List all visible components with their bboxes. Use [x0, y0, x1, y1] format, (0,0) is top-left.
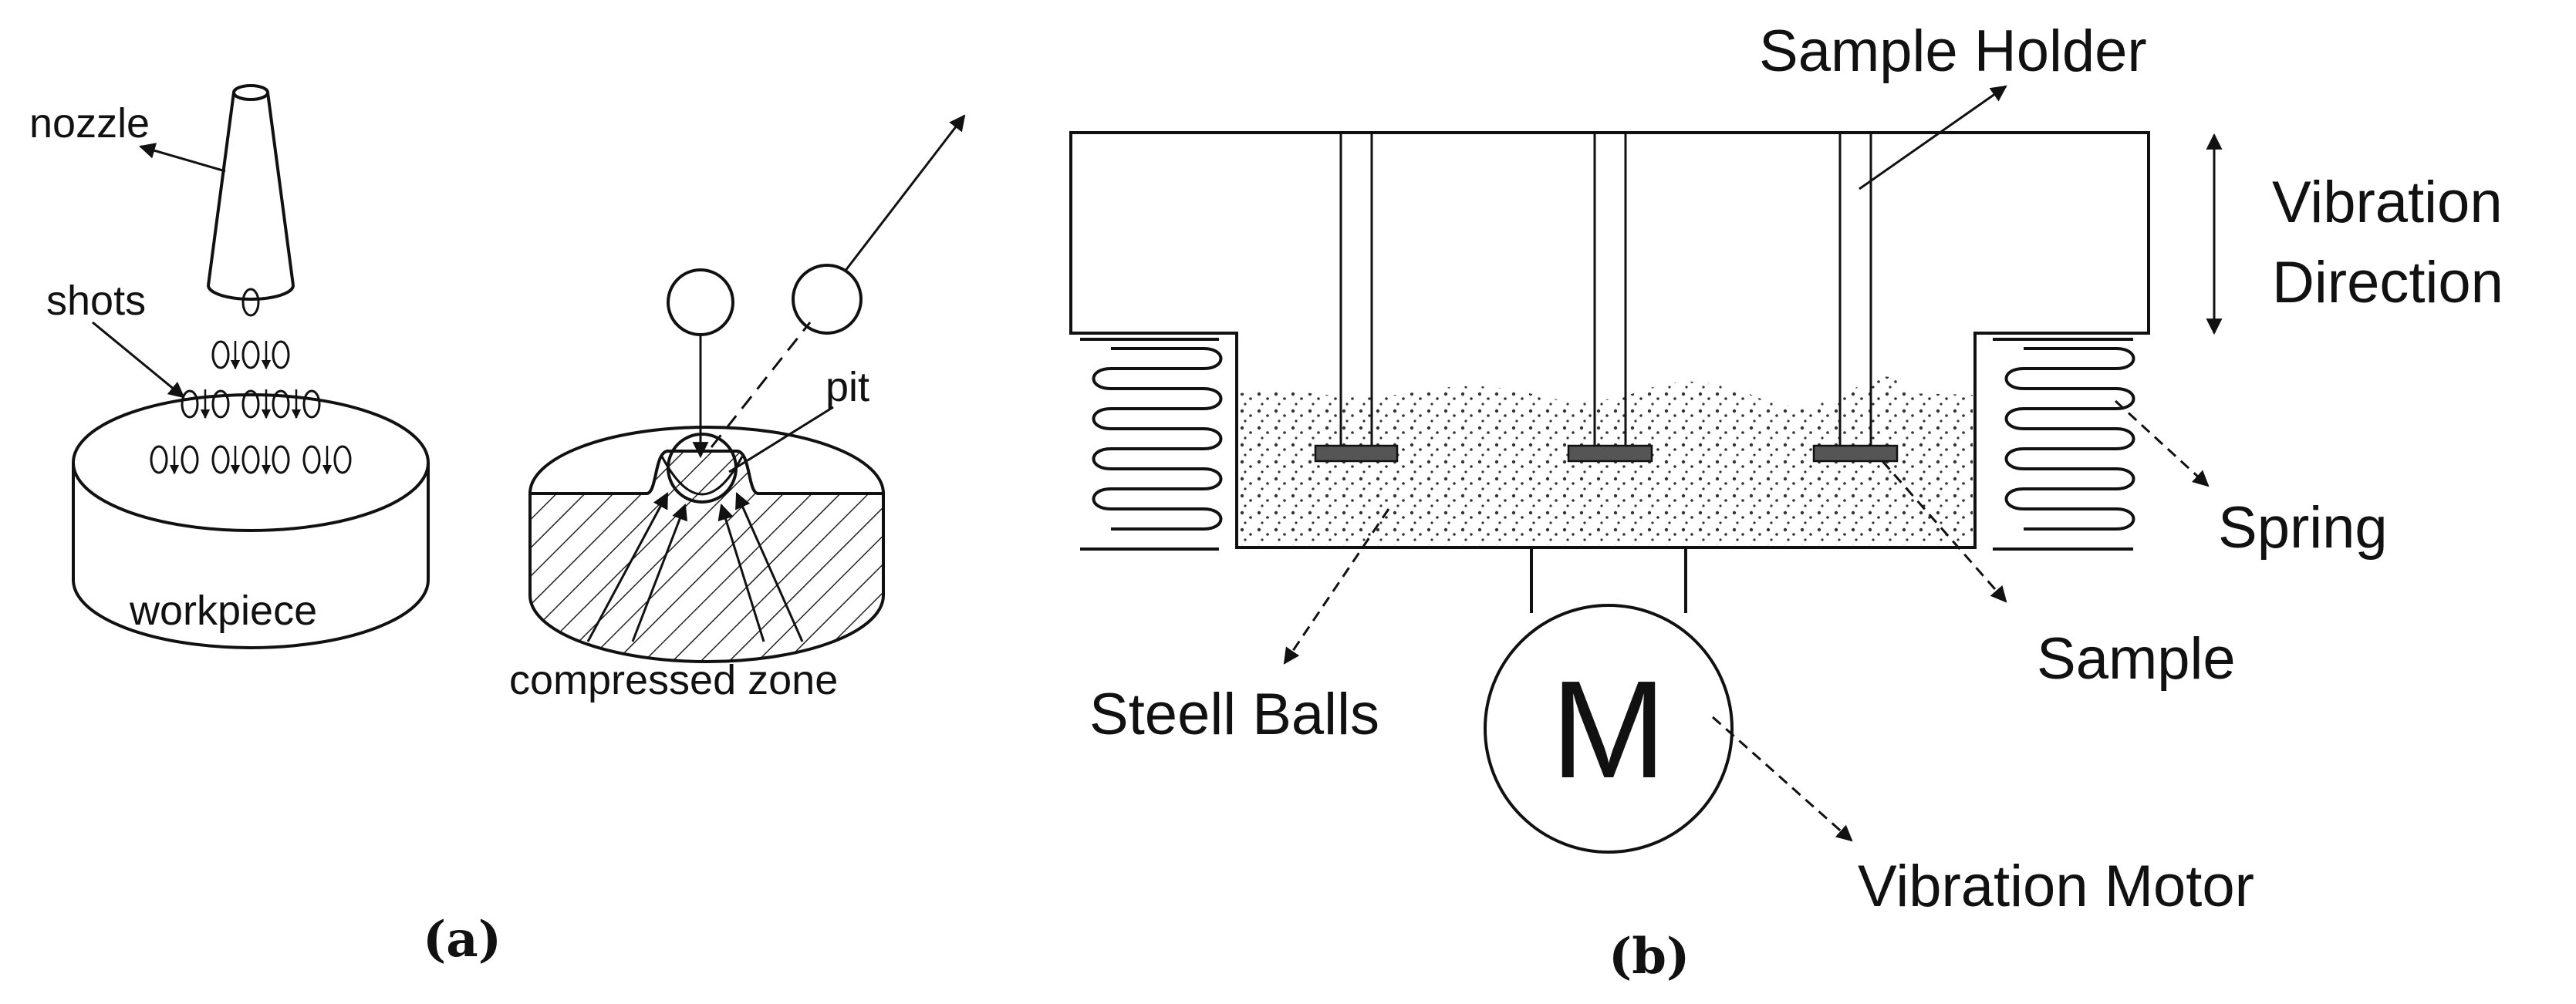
motor-shaft — [1530, 547, 1687, 613]
workpiece-label: workpiece — [129, 588, 317, 634]
rebound-trajectory — [710, 322, 812, 448]
shots-leader — [92, 321, 185, 399]
vibration-direction-line2: Direction — [2272, 250, 2503, 315]
pit-leader — [728, 406, 834, 473]
steel-balls-leader — [1283, 508, 1390, 665]
workpiece-disc — [72, 393, 430, 649]
motor-symbol: M — [1551, 652, 1666, 807]
samples — [1314, 444, 1899, 463]
vibration-motor-leader — [1712, 716, 1853, 842]
spring-left — [1080, 338, 1223, 551]
vibration-motor — [1484, 604, 1734, 854]
panel-b: M Sample Holder Vibration Direction Spri… — [1069, 19, 2503, 985]
nozzle-leader — [138, 143, 226, 173]
sample-holder-label: Sample Holder — [1759, 19, 2147, 84]
sample-rods — [1339, 133, 1872, 446]
sample-leader — [1881, 460, 2007, 603]
rebound-arrow — [843, 114, 966, 272]
vibration-direction-line1: Vibration — [2272, 170, 2503, 235]
vibration-motor-label: Vibration Motor — [1858, 854, 2254, 919]
compressed-zone-label: compressed zone — [509, 657, 838, 703]
spring-right — [1993, 338, 2135, 551]
sample-label: Sample — [2037, 626, 2236, 692]
nozzle — [207, 84, 295, 301]
pit-label: pit — [825, 364, 869, 410]
sample-holder-leader — [1859, 85, 2007, 190]
compressed-zone-leaders — [586, 492, 804, 642]
rebound-ball — [792, 264, 863, 335]
shots-label: shots — [46, 278, 146, 324]
hatched-section — [530, 451, 883, 662]
incoming-ball — [667, 268, 734, 336]
steel-balls-label: Steell Balls — [1089, 682, 1379, 747]
panel-a: nozzle — [29, 84, 966, 969]
caption-a: (a) — [423, 911, 501, 969]
nozzle-label: nozzle — [29, 100, 150, 147]
cutaway-disc — [528, 426, 885, 663]
spring-label: Spring — [2218, 495, 2388, 561]
sample-holder — [1069, 131, 2150, 549]
shots — [150, 288, 352, 475]
spring-leader — [2114, 399, 2210, 487]
caption-b: (b) — [1609, 928, 1690, 985]
